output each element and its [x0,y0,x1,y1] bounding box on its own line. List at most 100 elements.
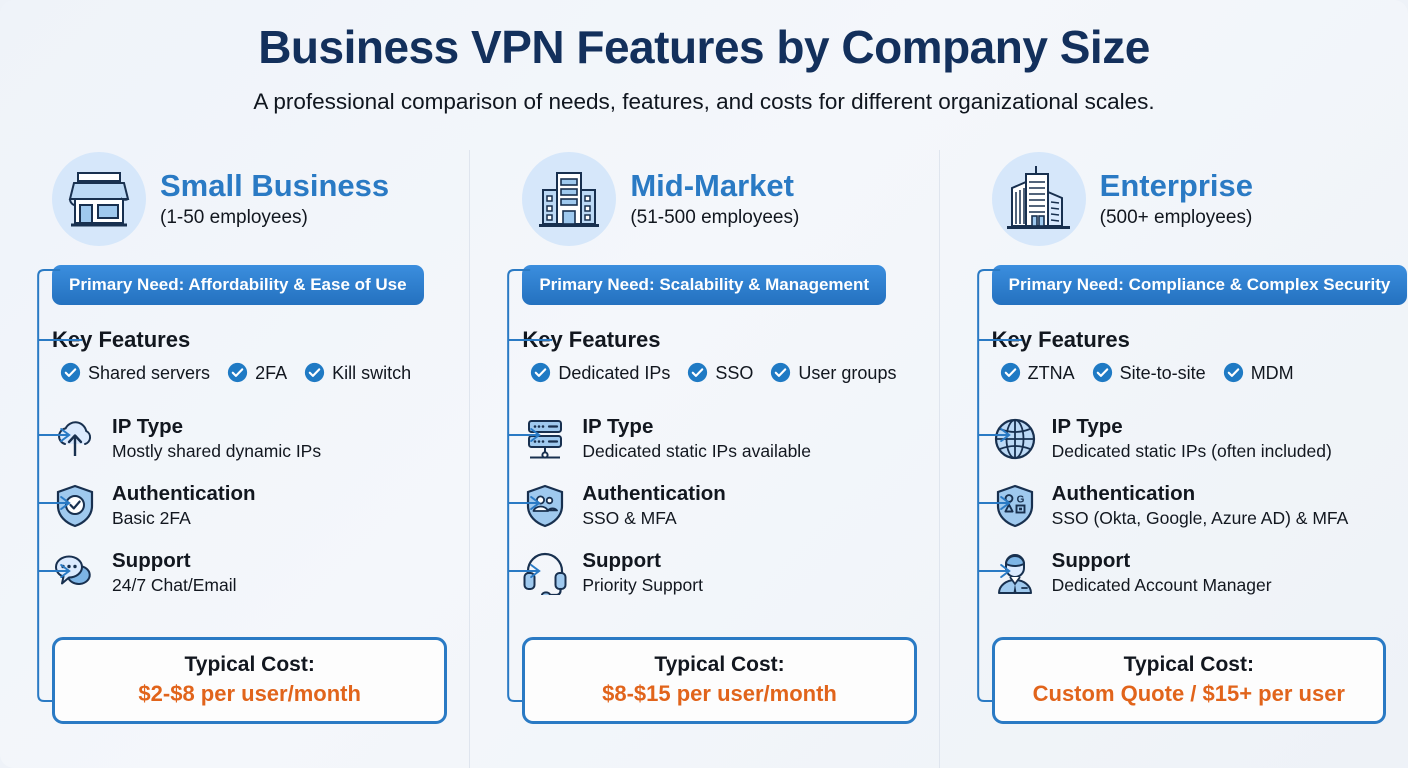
column-title: Small Business [160,168,390,204]
detail-row: IP Type Mostly shared dynamic IPs [52,405,447,472]
key-features: Key Features ZTNA Site-to-site MDM [970,329,1386,383]
column-employees: (500+ employees) [1099,206,1253,228]
feature-chip: ZTNA [1000,362,1075,383]
column-header: Enterprise (500+ employees) [970,150,1386,248]
detail-rows: IP Type Dedicated static IPs available [500,405,916,606]
row-value: SSO (Okta, Google, Azure AD) & MFA [1051,508,1349,529]
row-label: Authentication [112,481,256,505]
key-features-title: Key Features [991,327,1130,352]
headset-icon [522,550,568,596]
feature-label: Dedicated IPs [558,362,671,383]
key-features: Key Features Shared servers 2FA Kill swi… [30,329,447,383]
cost-card-wrap: Typical Cost: Custom Quote / $15+ per us… [991,636,1386,724]
primary-need-badge: Primary Need: Affordability & Ease of Us… [52,265,424,305]
feature-chip: Shared servers [60,362,210,383]
server-stack-icon [522,416,568,462]
feature-chip: Dedicated IPs [530,362,670,383]
detail-row: Authentication SSO & MFA [522,472,916,539]
detail-row: Support 24/7 Chat/Email [52,539,447,606]
detail-rows: IP Type Dedicated static IPs (often incl… [970,405,1386,606]
cost-value: $8-$15 per user/month [602,680,837,706]
key-features-title: Key Features [52,327,191,352]
feature-label: User groups [798,362,897,383]
badge-wrap: Primary Need: Compliance & Complex Secur… [970,265,1408,305]
feature-chip: MDM [1223,362,1294,383]
check-circle-icon [1000,362,1020,383]
row-label: Support [1051,548,1131,572]
detail-rows: IP Type Mostly shared dynamic IPs Authen… [30,405,447,606]
column-title: Mid-Market [630,168,794,204]
badge-wrap: Primary Need: Scalability & Management [500,265,916,305]
feature-label: Shared servers [88,362,211,383]
svg-text:G: G [1016,494,1024,505]
column-enterprise: Enterprise (500+ employees) Primary Need… [938,150,1408,768]
check-circle-icon [1223,362,1243,383]
detail-row: Support Priority Support [522,539,916,606]
header: Business VPN Features by Company Size A … [0,0,1408,115]
office-building-icon [522,152,617,246]
detail-row: IP Type Dedicated static IPs (often incl… [992,405,1386,472]
cost-value: $2-$8 per user/month [138,680,361,706]
skyscraper-icon [991,152,1086,246]
cost-label: Typical Cost: [654,652,785,676]
row-label: Support [112,548,191,572]
feature-chip: User groups [770,362,896,383]
feature-label: Kill switch [332,362,412,383]
feature-chip: SSO [687,362,753,383]
columns-container: Small Business (1-50 employees) Primary … [0,150,1408,768]
check-circle-icon [771,362,791,383]
row-value: Priority Support [582,575,703,596]
storefront-icon [52,152,146,246]
column-header: Small Business (1-50 employees) [30,150,447,248]
row-label: IP Type [112,414,184,438]
cost-card-wrap: Typical Cost: $2-$8 per user/month [52,636,448,724]
row-value: Mostly shared dynamic IPs [112,441,322,462]
shield-check-icon [52,483,98,529]
typical-cost-card: Typical Cost: $2-$8 per user/month [52,636,448,724]
cost-card-wrap: Typical Cost: $8-$15 per user/month [522,636,917,724]
row-label: IP Type [1051,414,1123,438]
feature-label: MDM [1250,362,1294,383]
column-employees: (51-500 employees) [630,206,800,228]
column-employees: (1-50 employees) [160,206,308,228]
key-features-title: Key Features [522,327,661,352]
row-label: Authentication [1051,481,1196,505]
row-value: Dedicated Account Manager [1051,575,1272,596]
page-subtitle: A professional comparison of needs, feat… [253,89,1155,114]
row-label: IP Type [582,414,654,438]
globe-icon [992,416,1038,462]
shield-sso-icon: G [992,483,1038,529]
cost-label: Typical Cost: [184,652,315,676]
chat-bubbles-icon [52,550,98,596]
cost-label: Typical Cost: [1123,652,1254,676]
row-value: 24/7 Chat/Email [112,575,237,596]
row-label: Support [582,548,661,572]
feature-label: SSO [715,362,754,383]
typical-cost-card: Typical Cost: $8-$15 per user/month [522,636,917,724]
column-header: Mid-Market (51-500 employees) [500,150,916,248]
badge-wrap: Primary Need: Affordability & Ease of Us… [30,265,447,305]
business-person-icon [992,550,1038,596]
primary-need-badge: Primary Need: Compliance & Complex Secur… [991,265,1408,305]
typical-cost-card: Typical Cost: Custom Quote / $15+ per us… [991,636,1386,724]
feature-label: 2FA [255,362,288,383]
feature-label: Site-to-site [1119,362,1206,383]
row-value: Dedicated static IPs (often included) [1051,441,1332,462]
feature-label: ZTNA [1027,362,1075,383]
row-label: Authentication [582,481,726,505]
cost-value: Custom Quote / $15+ per user [1032,680,1345,706]
page-title: Business VPN Features by Company Size [258,21,1150,73]
key-features: Key Features Dedicated IPs SSO User grou… [500,329,916,383]
row-value: Dedicated static IPs available [582,441,811,462]
feature-chip: 2FA [227,362,287,383]
column-title: Enterprise [1099,168,1253,204]
check-circle-icon [304,362,325,383]
check-circle-icon [60,362,81,383]
detail-row: Support Dedicated Account Manager [992,539,1386,606]
detail-row: IP Type Dedicated static IPs available [522,405,916,472]
column-mid-market: Mid-Market (51-500 employees) Primary Ne… [469,150,938,768]
detail-row: G Authentication SSO (Okta, Google, Azur… [992,472,1386,539]
check-circle-icon [531,362,551,383]
cloud-upload-icon [52,416,98,462]
